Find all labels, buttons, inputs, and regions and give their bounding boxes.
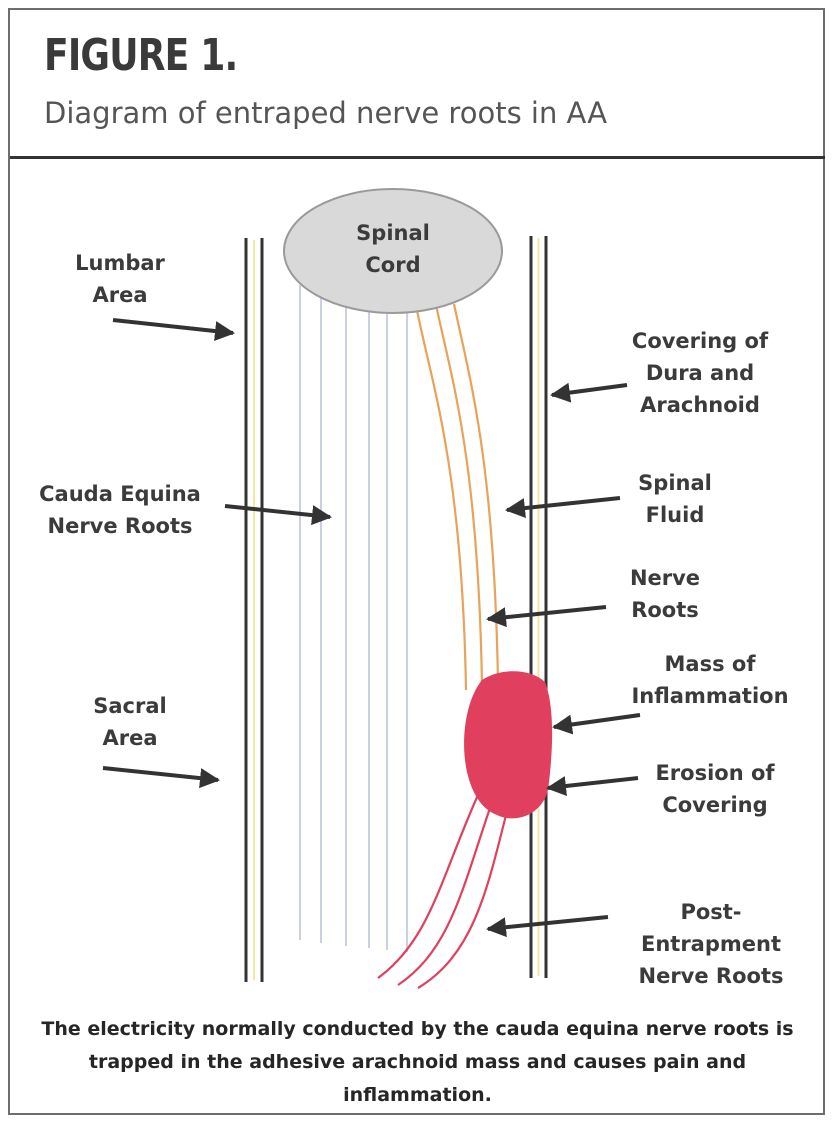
erosion-arrow <box>548 778 638 788</box>
cauda-equina-nerve-lines <box>300 285 407 952</box>
post-entrapment-arrow <box>488 917 608 929</box>
sacral-area-arrow <box>103 768 218 780</box>
post-entrapment-nerve-roots <box>378 795 506 988</box>
inflammation-mass-arrow <box>554 715 640 727</box>
cauda-equina-arrow <box>225 506 330 517</box>
lumbar-area-arrow <box>113 320 233 333</box>
pointer-arrows <box>103 320 640 929</box>
nerve-root-strands <box>416 304 498 690</box>
left-canal-wall <box>246 238 262 982</box>
right-canal-wall <box>531 236 546 978</box>
inflammation-mass <box>464 671 552 818</box>
spinal-fluid-arrow <box>507 498 620 510</box>
figure-caption: The electricity normally conducted by th… <box>20 1013 815 1112</box>
